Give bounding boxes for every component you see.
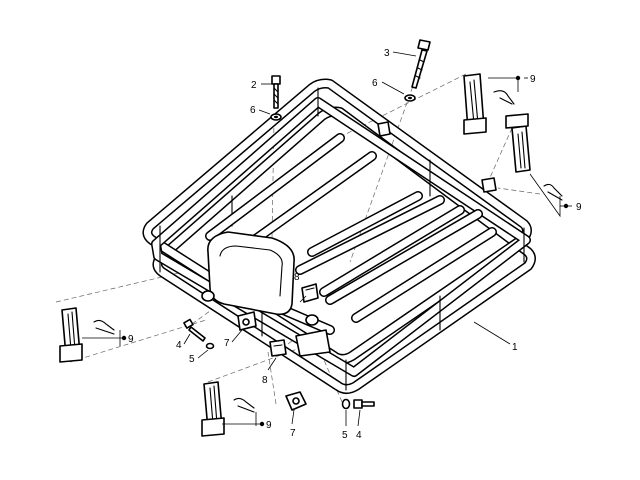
kit-9-left — [59, 307, 115, 363]
callouts: 1 2 6 3 6 9 9 8 9 4 5 7 8 9 7 5 4 — [128, 48, 582, 441]
callout-clamp-front: 8 — [262, 375, 268, 386]
bolt-2 — [271, 75, 281, 109]
callout-frame: 1 — [512, 342, 518, 353]
kit-9-top-right — [463, 73, 515, 135]
callout-bolt-top-left: 2 — [251, 80, 257, 91]
callout-bracket-bottom: 7 — [290, 428, 296, 439]
callout-clamp-center: 8 — [294, 272, 300, 283]
clamp-8-front — [269, 339, 287, 357]
callout-bolt-bottom: 4 — [356, 430, 362, 441]
callout-kit-right: 9 — [576, 202, 582, 213]
callout-bolt-left: 4 — [176, 340, 182, 351]
callout-kit-left: 9 — [128, 334, 134, 345]
kit-9-bottom — [201, 381, 255, 437]
kit-9-right — [505, 113, 563, 201]
bolt-3 — [411, 39, 431, 89]
washer-5-bottom — [341, 398, 351, 410]
callout-washer-top-right: 6 — [372, 78, 378, 89]
rack-frame — [142, 78, 536, 394]
callout-washer-top-left: 6 — [250, 105, 256, 116]
washer-5-left — [205, 342, 215, 350]
callout-bolt-top-right: 3 — [384, 48, 390, 59]
callout-bracket-left: 7 — [224, 338, 230, 349]
bracket-7-bottom — [285, 391, 307, 411]
leader-lines — [82, 51, 572, 427]
clamp-8-center — [301, 283, 319, 303]
bolt-4-left — [183, 318, 206, 342]
callout-kit-top-right: 9 — [530, 74, 536, 85]
callout-washer-bottom: 5 — [342, 430, 348, 441]
callout-kit-bottom: 9 — [266, 420, 272, 431]
washer-6-right — [404, 94, 416, 102]
callout-washer-left: 5 — [189, 354, 195, 365]
washer-6-left — [270, 113, 282, 121]
bolt-4-bottom — [353, 399, 375, 409]
bracket-7-left — [237, 311, 257, 331]
